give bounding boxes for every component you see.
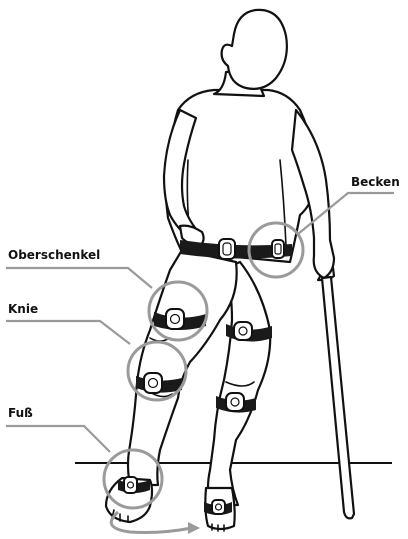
- sensor-pelvis-center: [219, 239, 235, 259]
- sensor-left-foot: [124, 477, 137, 493]
- foot-leader-line: [6, 426, 110, 452]
- pelvis-label: Becken: [351, 175, 400, 189]
- cane: [318, 268, 354, 518]
- sensor-right-foot: [212, 500, 225, 514]
- head: [214, 10, 287, 96]
- sensor-thigh: [166, 309, 184, 329]
- thigh-leader-line: [6, 268, 152, 288]
- sensor-pelvis-side: [272, 240, 284, 258]
- thigh-label: Oberschenkel: [8, 248, 100, 262]
- sensor-shank: [144, 373, 162, 393]
- foot-label: Fuß: [8, 406, 33, 420]
- sensor-right-thigh: [234, 322, 252, 340]
- knee-label: Knie: [8, 302, 38, 316]
- sensor-right-shank: [226, 393, 244, 411]
- knee-leader-line: [6, 321, 130, 344]
